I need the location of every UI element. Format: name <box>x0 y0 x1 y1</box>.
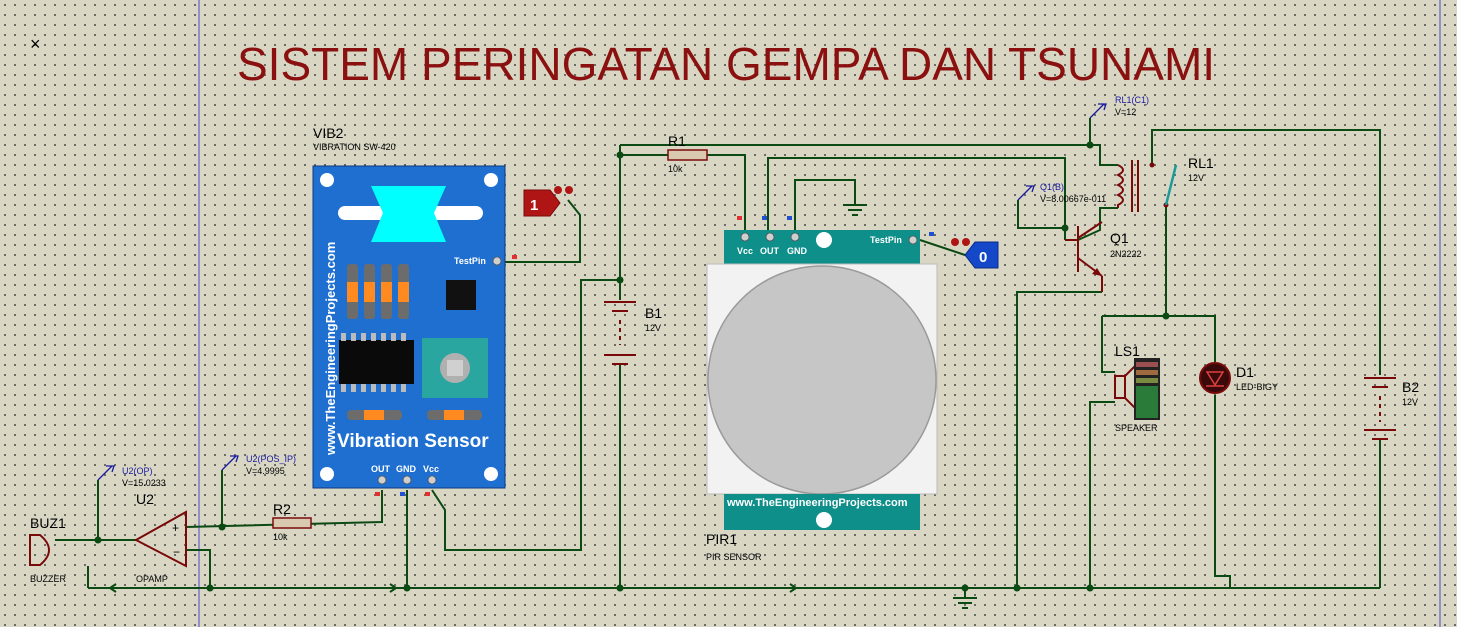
vib2-pin-vcc: Vcc <box>423 464 439 474</box>
b2-ref: B2 <box>1402 379 1419 395</box>
battery-b1[interactable]: B1 12V <box>604 301 662 365</box>
flow-arrows <box>108 583 798 593</box>
led-d1[interactable]: D1 LED-BIGY <box>1199 362 1278 394</box>
svg-text:V=12: V=12 <box>1115 107 1136 117</box>
rl1-value: 12V <box>1188 173 1204 183</box>
wire-speaker-led-top <box>1102 315 1216 362</box>
logic-probe-pir-state: 0 <box>979 249 987 266</box>
wire-top-net <box>620 118 1091 146</box>
buzzer-buz1[interactable]: BUZ1 BUZZER <box>29 515 67 584</box>
probe-rl1-c1[interactable]: RL1(C1) V=12 <box>1089 95 1149 119</box>
r1-value: 10k <box>668 164 683 174</box>
svg-text:Q1(B): Q1(B) <box>1040 182 1064 192</box>
pir1-pin-vcc: Vcc <box>737 246 753 256</box>
svg-text:U2(OP): U2(OP) <box>122 466 153 476</box>
wire-vib-vcc <box>431 279 620 551</box>
svg-text:V=4.9995: V=4.9995 <box>246 466 285 476</box>
wire-q1-emitter <box>1016 291 1102 588</box>
ls1-value: SPEAKER <box>1115 423 1158 433</box>
vib2-pin-out: OUT <box>371 464 391 474</box>
u2-value: OPAMP <box>136 574 168 584</box>
wire-led-gnd <box>1214 395 1231 588</box>
logic-probe-vib[interactable]: 1 <box>523 186 573 217</box>
pir1-ref: PIR1 <box>706 531 737 547</box>
vib2-value: VIBRATION SW-420 <box>313 142 396 152</box>
pir1-pin-out: OUT <box>760 246 780 256</box>
svg-text:V=8.00667e-011: V=8.00667e-011 <box>1040 194 1106 204</box>
wire-pir-out-q1 <box>767 157 1066 240</box>
wire-opamp-minus-gnd <box>186 549 211 588</box>
wire-coil-q1 <box>1077 207 1118 241</box>
b1-ref: B1 <box>645 305 662 321</box>
buz1-value: BUZZER <box>30 574 67 584</box>
pir1-pin-gnd: GND <box>787 246 808 256</box>
svg-text:−: − <box>173 545 180 559</box>
d1-value: LED-BIGY <box>1236 382 1278 392</box>
probe-q1-b[interactable]: Q1(B) V=8.00667e-011 <box>1017 182 1106 204</box>
svg-text:+: + <box>172 521 179 535</box>
vib2-side-text: www.TheEngineeringProjects.com <box>323 242 338 456</box>
close-icon[interactable]: × <box>30 34 41 54</box>
wire-pir-testpin <box>919 239 966 256</box>
vib2-ref: VIB2 <box>313 125 344 141</box>
svg-text:U2(POS_IP): U2(POS_IP) <box>246 454 296 464</box>
ls1-ref: LS1 <box>1115 343 1140 359</box>
speaker-ls1[interactable]: LS1 SPEAKER <box>1114 343 1160 433</box>
wire-pir-gnd <box>794 179 856 232</box>
vib2-pin-gnd: GND <box>396 464 417 474</box>
wire-q1b-probe <box>1017 200 1065 229</box>
pir-sensor-pir1[interactable]: www.TheEngineeringProjects.com TestPin V… <box>706 216 938 562</box>
pir1-value: PIR SENSOR <box>706 552 762 562</box>
battery-b2[interactable]: B2 12V <box>1364 377 1419 440</box>
svg-text:V=15.0233: V=15.0233 <box>122 478 166 488</box>
junctions <box>94 141 1170 592</box>
ground-symbol-pir <box>843 204 867 216</box>
svg-text:RL1(C1): RL1(C1) <box>1115 95 1149 105</box>
wire-opamp-plus-vibout <box>185 490 383 528</box>
pir1-website: www.TheEngineeringProjects.com <box>726 497 908 509</box>
wire-relay-b2 <box>1151 129 1381 375</box>
wires <box>55 118 1381 598</box>
wire-speaker-top <box>1101 316 1115 373</box>
b2-value: 12V <box>1402 397 1418 407</box>
r2-value: 10k <box>273 532 288 542</box>
probe-u2-pos[interactable]: U2(POS_IP) V=4.9995 <box>221 454 296 476</box>
relay-rl1[interactable]: RL1 12V <box>1115 155 1214 212</box>
wire-vib-testpin <box>497 199 581 263</box>
q1-value: 2N2222 <box>1110 249 1142 259</box>
r1-ref: R1 <box>668 133 686 149</box>
q1-ref: Q1 <box>1110 230 1129 246</box>
vib2-testpin-label: TestPin <box>454 256 486 266</box>
logic-probe-pir[interactable]: 0 <box>951 238 999 269</box>
r2-ref: R2 <box>273 501 291 517</box>
schematic-title: SISTEM PERINGATAN GEMPA DAN TSUNAMI <box>237 38 1215 90</box>
ground-symbol-bottom <box>953 597 977 609</box>
vibration-sensor-vib2[interactable]: VIB2 VIBRATION SW-420 <box>312 125 517 496</box>
pir1-testpin-label: TestPin <box>870 235 902 245</box>
opamp-u2[interactable]: + − U2 OPAMP <box>133 491 187 584</box>
d1-ref: D1 <box>1236 364 1254 380</box>
wire-relay-coil-top <box>1090 144 1118 166</box>
rl1-ref: RL1 <box>1188 155 1214 171</box>
resistor-r1[interactable]: R1 10k <box>667 133 708 174</box>
logic-probe-vib-state: 1 <box>530 197 538 214</box>
wire-speaker-bottom <box>1089 401 1115 588</box>
wire-r1-pir-vcc <box>707 154 746 232</box>
probe-u2-op[interactable]: U2(OP) V=15.0233 <box>97 465 166 488</box>
buz1-ref: BUZ1 <box>30 515 66 531</box>
b1-value: 12V <box>645 323 661 333</box>
resistor-r2[interactable]: R2 10k <box>272 501 312 542</box>
transistor-q1[interactable]: Q1 2N2222 <box>1065 221 1142 292</box>
vib2-board-text: Vibration Sensor <box>337 431 489 452</box>
u2-ref: U2 <box>136 491 154 507</box>
